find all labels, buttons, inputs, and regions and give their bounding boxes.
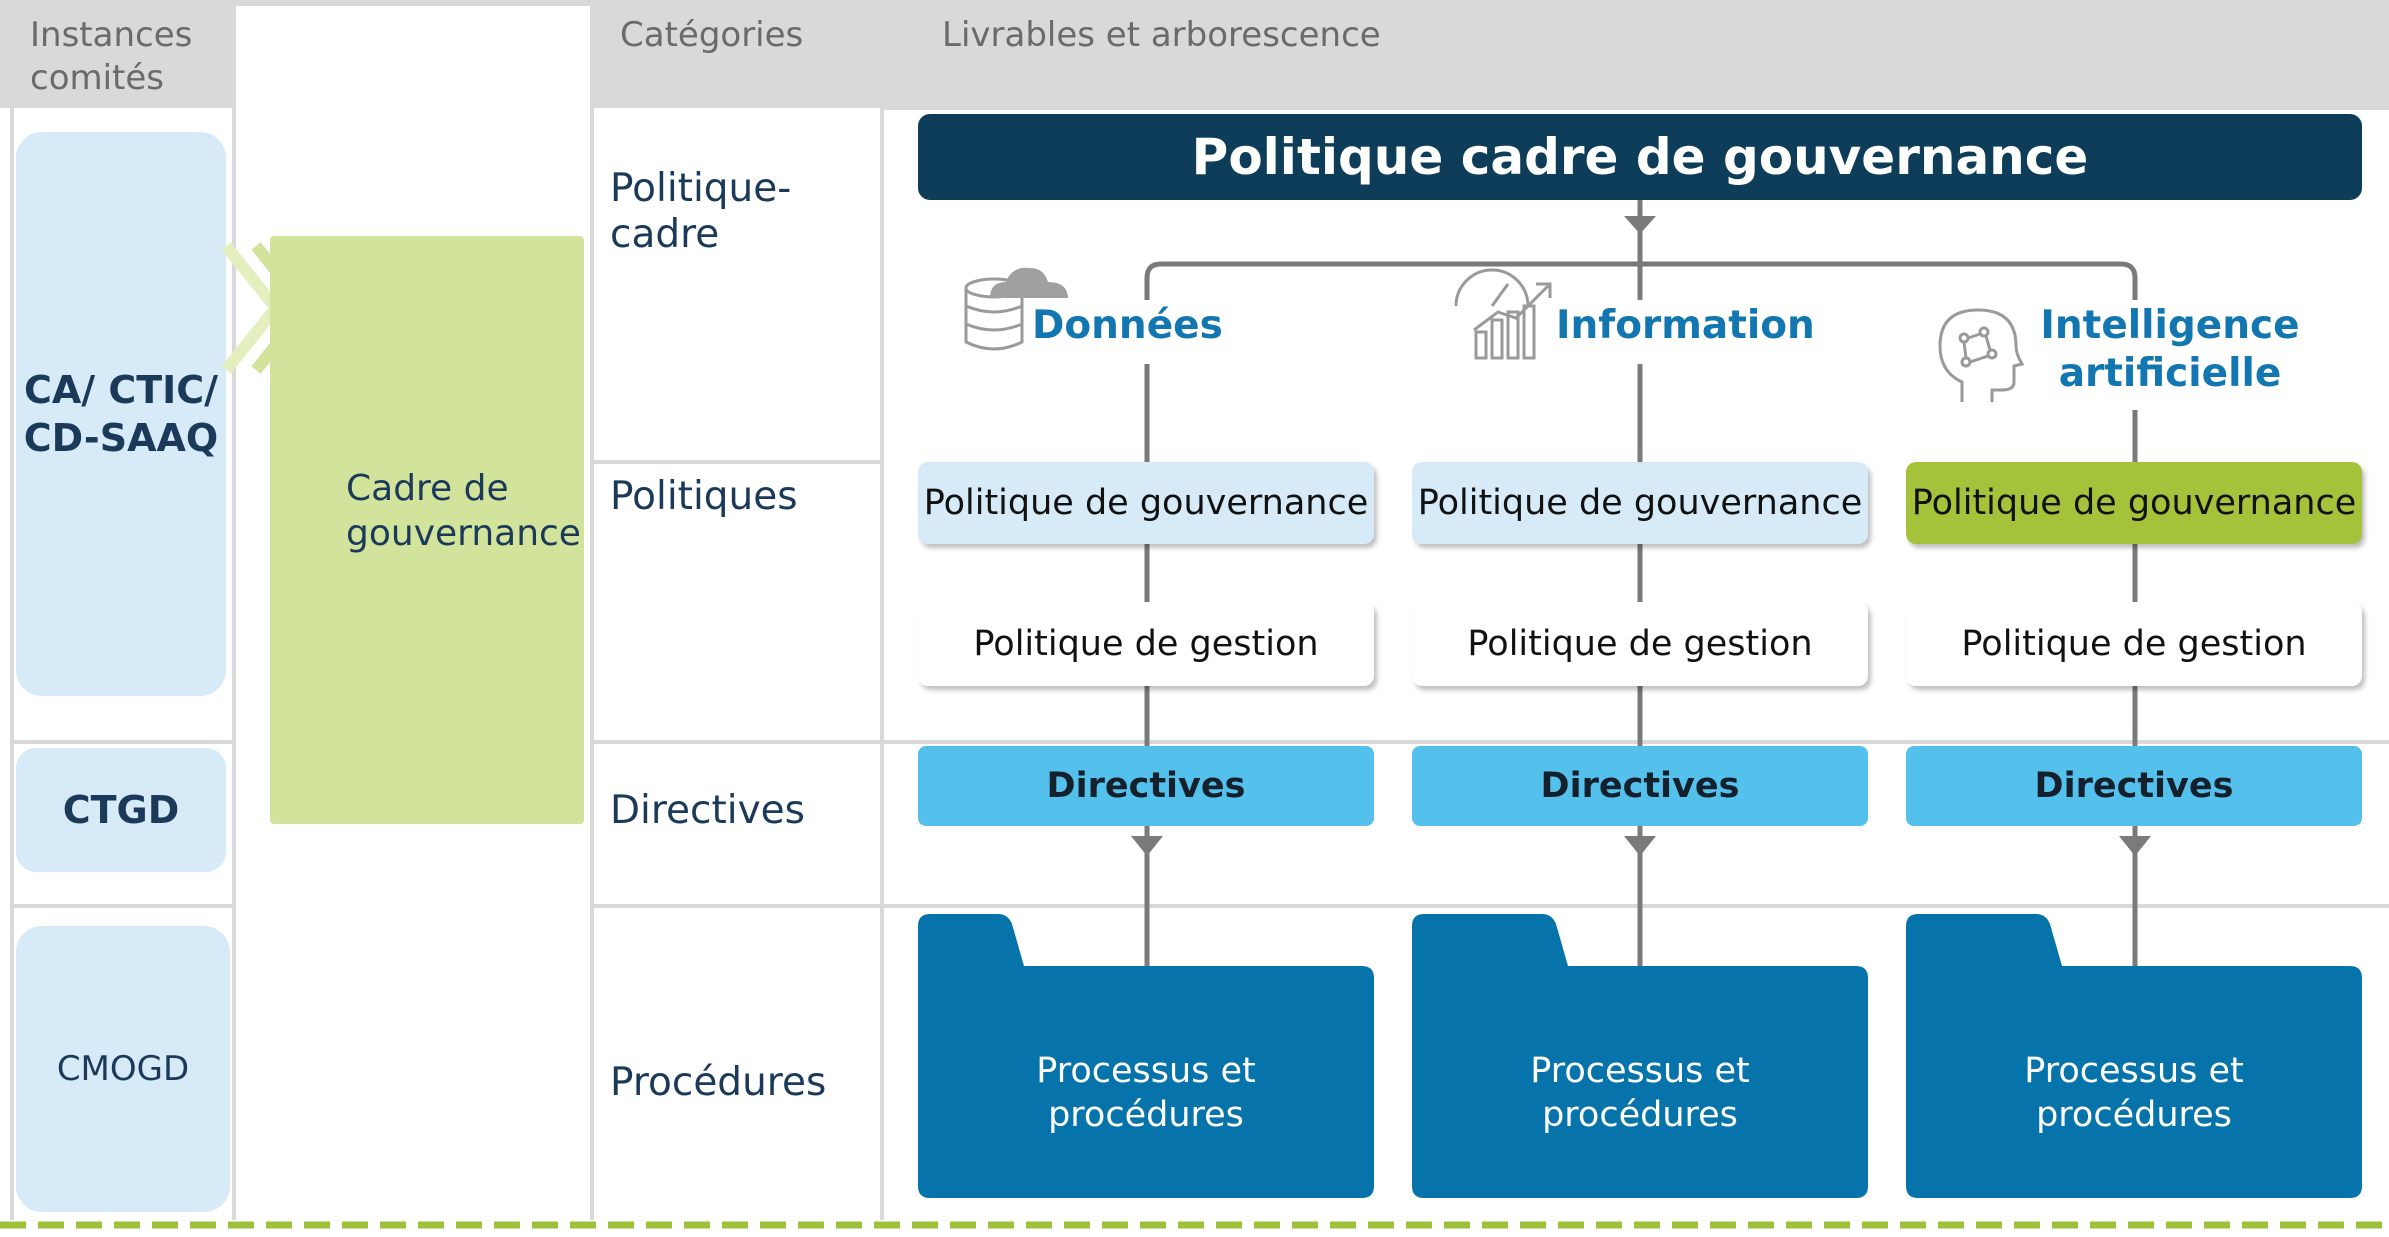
procedures-information: Processus et procédures — [1530, 1051, 1750, 1135]
politique-gouvernance-ia: Politique de gouvernance — [1906, 462, 2362, 544]
category-politique-cadre: Politique- cadre — [610, 166, 792, 257]
politique-gestion-ia: Politique de gestion — [1906, 602, 2362, 686]
chart-gauge-icon — [1454, 268, 1552, 360]
folder-donnees — [918, 914, 1374, 1198]
folder-information — [1412, 914, 1868, 1198]
cadre-gouvernance-label: Cadre de gouvernance — [346, 468, 581, 554]
committee-ca-ctic: CA/ CTIC/ CD-SAAQ — [16, 132, 226, 696]
directives-information: Directives — [1412, 746, 1868, 826]
cadre-gouvernance-box — [270, 236, 584, 824]
directives-ia: Directives — [1906, 746, 2362, 826]
politique-gouvernance-donnees: Politique de gouvernance — [918, 462, 1374, 544]
politique-gestion-information: Politique de gestion — [1412, 602, 1868, 686]
header-livrables: Livrables et arborescence — [942, 15, 1381, 55]
directives-donnees: Directives — [918, 746, 1374, 826]
topic-donnees: Données — [1032, 303, 1223, 348]
folder-ia — [1906, 914, 2362, 1198]
header-instances: Instances comités — [30, 15, 193, 98]
database-cloud-icon — [964, 267, 1068, 351]
committee-cmogd: CMOGD — [16, 926, 230, 1212]
header-categories: Catégories — [620, 15, 804, 55]
topic-information: Information — [1556, 303, 1815, 348]
header-gap — [236, 6, 591, 108]
category-politiques: Politiques — [610, 474, 798, 519]
ai-head-icon — [1938, 308, 2025, 402]
procedures-donnees: Processus et procédures — [1036, 1051, 1256, 1135]
committee-ctgd: CTGD — [16, 748, 226, 872]
politique-gestion-donnees: Politique de gestion — [918, 602, 1374, 686]
procedures-ia: Processus et procédures — [2024, 1051, 2244, 1135]
category-directives: Directives — [610, 788, 805, 833]
topic-intelligence-artificielle: Intelligence artificielle — [2040, 303, 2300, 396]
politique-gouvernance-information: Politique de gouvernance — [1412, 462, 1868, 544]
category-procedures: Procédures — [610, 1060, 827, 1105]
politique-cadre-box: Politique cadre de gouvernance — [918, 114, 2362, 200]
